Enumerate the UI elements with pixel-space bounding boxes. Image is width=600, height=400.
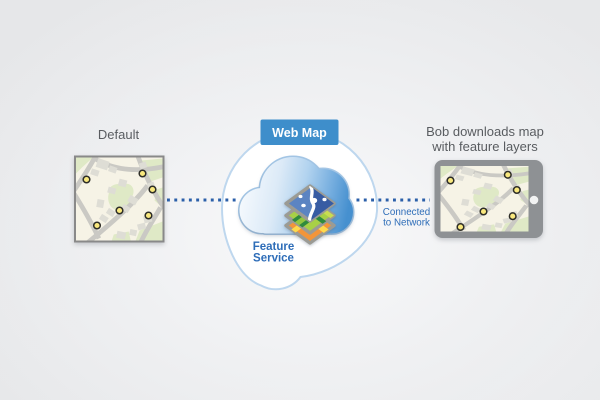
- svg-text:Bob downloads map: Bob downloads map: [426, 124, 544, 139]
- svg-text:to Network: to Network: [383, 218, 430, 229]
- svg-text:Default: Default: [98, 127, 140, 142]
- svg-text:Connected: Connected: [383, 207, 430, 218]
- svg-text:with feature layers: with feature layers: [431, 139, 538, 154]
- svg-text:Feature: Feature: [253, 241, 295, 253]
- svg-text:Service: Service: [253, 253, 294, 265]
- svg-text:Web Map: Web Map: [272, 126, 327, 140]
